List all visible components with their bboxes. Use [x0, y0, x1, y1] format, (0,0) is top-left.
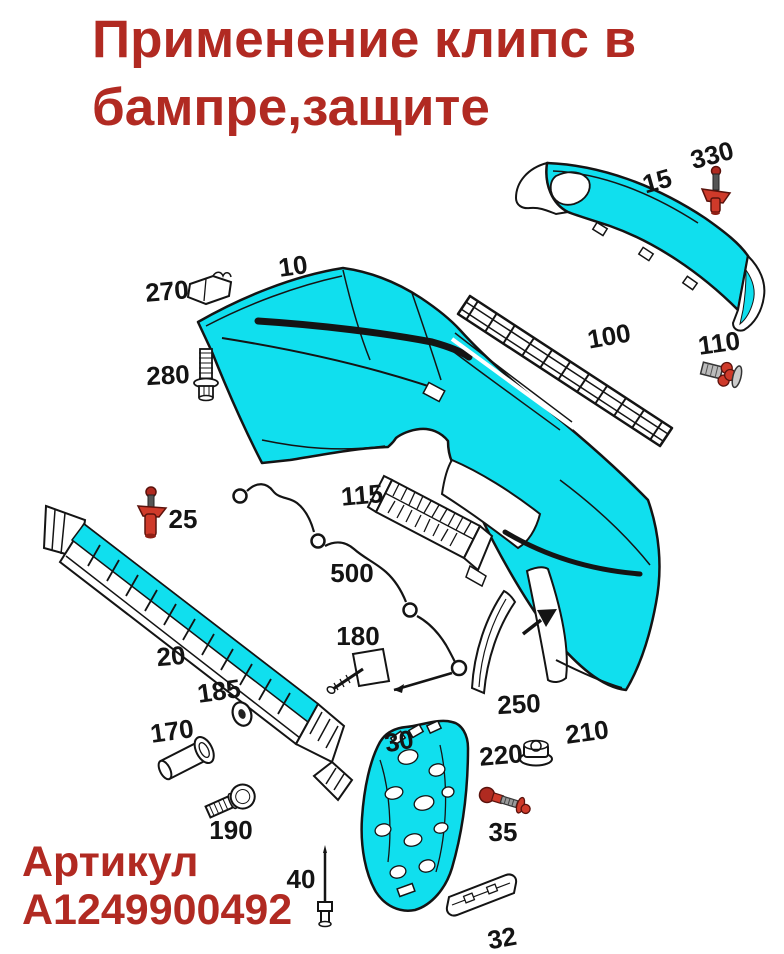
part-label-35: 35 [489, 817, 518, 847]
part-500-wiring-harness [232, 483, 468, 693]
part-32-bracket [445, 873, 518, 917]
part-label-30: 30 [382, 724, 416, 759]
part-label-280: 280 [146, 359, 191, 391]
part-label-170: 170 [148, 713, 195, 749]
part-20-protective-strip [42, 504, 354, 802]
article-label: Артикул [22, 838, 199, 886]
part-label-100: 100 [585, 317, 633, 354]
page-title: Применение клипс в бампре,защите [92, 6, 636, 142]
part-330-clip-screw [700, 165, 732, 215]
part-15-lower-valance [514, 161, 766, 332]
article-block: Артикул A1249900492 [22, 838, 292, 934]
part-label-180: 180 [336, 621, 379, 651]
part-180-bracket-screw [326, 647, 391, 695]
part-label-210: 210 [563, 714, 610, 750]
part-label-40: 40 [287, 864, 316, 894]
part-label-250: 250 [497, 688, 542, 720]
part-label-270: 270 [144, 274, 190, 308]
part-label-10: 10 [277, 249, 310, 283]
part-labels: 10 15 20 25 30 32 35 40 100 110 115 170 … [144, 135, 742, 954]
part-label-32: 32 [485, 921, 519, 954]
part-280-bolt [193, 348, 219, 402]
part-label-190: 190 [209, 815, 252, 845]
part-185-grommet [231, 701, 253, 727]
part-35-clip-bolt [478, 786, 531, 815]
part-270-clip [186, 271, 233, 306]
page-title-line1: Применение клипс в [92, 10, 637, 69]
part-label-110: 110 [696, 325, 742, 361]
part-115-grille-insert [366, 474, 494, 588]
part-label-25: 25 [169, 504, 198, 534]
part-250-trim-strip [470, 589, 557, 695]
part-label-115: 115 [340, 478, 384, 512]
pointer-arrow [521, 609, 557, 636]
page-title-line2: бампре,защите [92, 77, 490, 137]
part-170-spacer-sleeve [157, 736, 215, 781]
part-label-330: 330 [687, 135, 737, 175]
part-label-185: 185 [195, 673, 242, 709]
part-label-20: 20 [155, 640, 186, 672]
part-label-500: 500 [330, 558, 373, 588]
part-10-bumper-cover [196, 266, 661, 692]
part-25-clip-screw [136, 486, 168, 539]
part-30-side-panel [360, 719, 470, 912]
part-220-nut [519, 739, 553, 767]
part-110-clip [699, 361, 743, 389]
part-100-mounting-rail [456, 294, 674, 448]
part-40-rivet-pin [317, 845, 333, 928]
part-190-bolt [204, 783, 256, 819]
part-label-220: 220 [478, 738, 524, 772]
article-number: A1249900492 [22, 886, 293, 935]
